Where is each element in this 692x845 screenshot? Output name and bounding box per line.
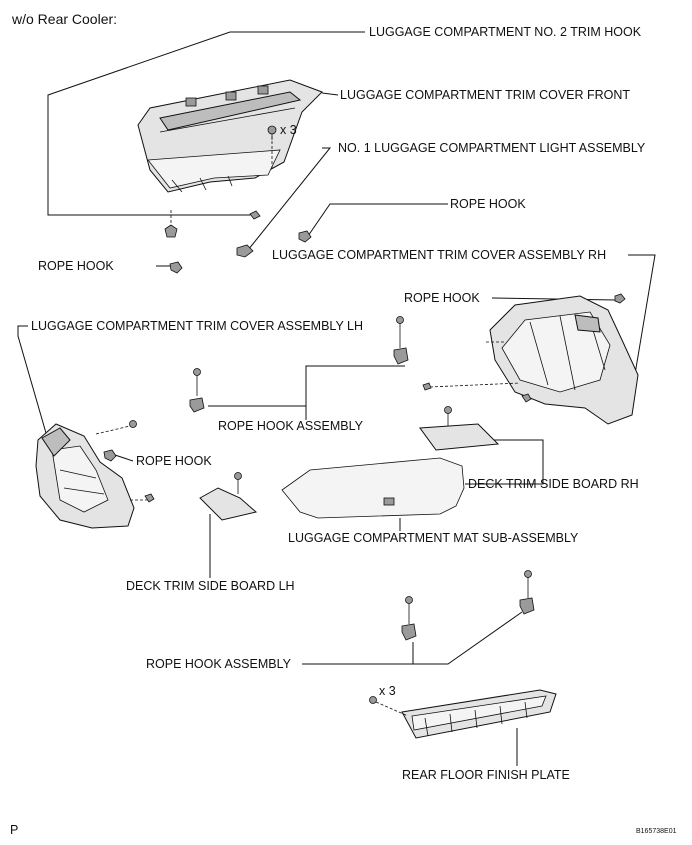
label-deck-board-rh: DECK TRIM SIDE BOARD RH (468, 477, 639, 491)
label-rear-floor-plate: REAR FLOOR FINISH PLATE (402, 768, 570, 782)
label-rope-hook-left: ROPE HOOK (136, 454, 212, 468)
leader-trim-cover-front (321, 92, 339, 96)
leader-lines (17, 31, 656, 766)
label-rope-hook-upper-left: ROPE HOOK (38, 259, 114, 273)
rope-hook-assembly-upper-part (189, 316, 409, 413)
trim-cover-rh-part (422, 293, 639, 425)
deck-board-rh-part (419, 406, 500, 451)
label-mat-sub-assembly: LUGGAGE COMPARTMENT MAT SUB-ASSEMBLY (288, 531, 579, 545)
leader-rope-hook-upper-right (307, 203, 448, 237)
leader-rope-hook-left (114, 454, 134, 462)
label-trim-cover-front: LUGGAGE COMPARTMENT TRIM COVER FRONT (340, 88, 630, 102)
label-trim-cover-lh: LUGGAGE COMPARTMENT TRIM COVER ASSEMBLY … (31, 319, 363, 333)
rope-hook-assembly-lower-part (401, 570, 535, 641)
page-mark: P (10, 823, 18, 837)
fastener-count-top: x 3 (280, 123, 297, 137)
mat-part (281, 457, 465, 519)
trim-cover-lh-part (35, 420, 155, 529)
label-rope-hook-upper-right: ROPE HOOK (450, 197, 526, 211)
label-no2-trim-hook: LUGGAGE COMPARTMENT NO. 2 TRIM HOOK (369, 25, 642, 39)
label-trim-cover-rh: LUGGAGE COMPARTMENT TRIM COVER ASSEMBLY … (272, 248, 606, 262)
leader-rope-hook-assy-lower (302, 611, 523, 665)
rear-floor-plate-part (375, 689, 557, 739)
fastener-count-bottom: x 3 (379, 684, 396, 698)
leader-trim-cover-lh (17, 325, 49, 441)
label-rope-hook-assembly-upper: ROPE HOOK ASSEMBLY (218, 419, 364, 433)
bolt-icon (267, 125, 277, 140)
deck-board-lh-part (199, 472, 258, 521)
leader-trim-cover-rh (628, 254, 656, 393)
label-rope-hook-right: ROPE HOOK (404, 291, 480, 305)
figure-code: B165738E01 (636, 828, 677, 835)
clip-icon (164, 210, 312, 274)
leader-no1-light (247, 147, 332, 251)
leader-rope-hook-right (491, 297, 617, 301)
bolt-icon (369, 696, 377, 704)
label-rope-hook-assembly-lower: ROPE HOOK ASSEMBLY (146, 657, 292, 671)
label-no1-light-assembly: NO. 1 LUGGAGE COMPARTMENT LIGHT ASSEMBLY (338, 141, 646, 155)
diagram-title: w/o Rear Cooler: (11, 11, 117, 27)
leader-deck-board-rh (465, 439, 544, 485)
trim-cover-front-part (137, 79, 323, 193)
leader-rope-hook-assy-upper (305, 365, 405, 420)
leader-no2-trim-hook (47, 31, 365, 216)
label-deck-board-lh: DECK TRIM SIDE BOARD LH (126, 579, 295, 593)
